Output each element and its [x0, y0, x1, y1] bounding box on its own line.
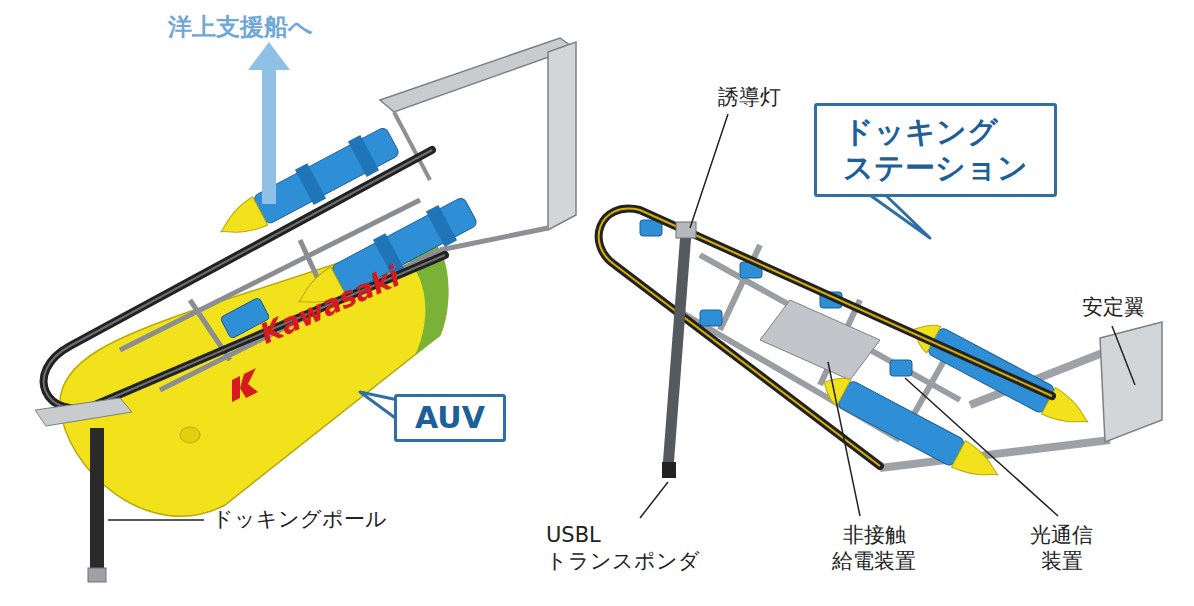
callout-box: ドッキング ステーション	[814, 103, 1057, 197]
callout-text: ドッキング ステーション	[843, 114, 1028, 186]
destination-label: 洋上支援船へ	[168, 12, 313, 42]
auv-illustration	[35, 38, 576, 582]
part-label: 誘導灯	[718, 84, 781, 110]
part-label: 光通信 装置	[1030, 522, 1093, 575]
part-label: ドッキングポール	[212, 506, 387, 532]
part-label: 安定翼	[1082, 294, 1145, 320]
part-label: USBL トランスポンダ	[546, 522, 700, 575]
part-label: 非接触 給電装置	[832, 522, 916, 575]
callout-text: AUV	[415, 400, 485, 436]
callout-box: AUV	[394, 394, 506, 442]
